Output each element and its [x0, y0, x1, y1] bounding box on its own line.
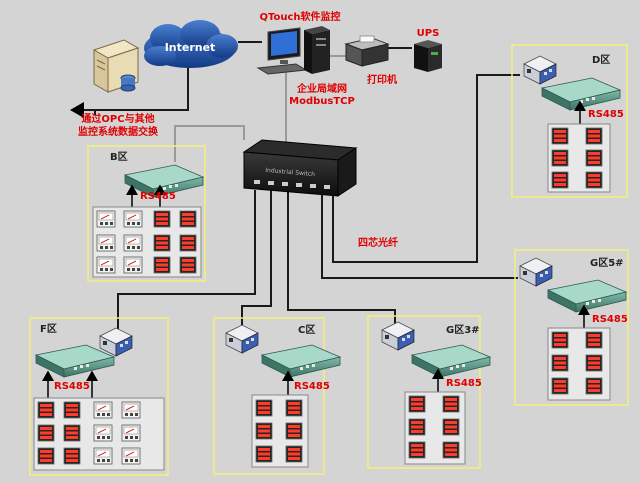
cloud-to-monitor-link: [94, 60, 189, 115]
zone-g3: G区3# RS485: [367, 315, 491, 469]
switch-text: Industrial Switch: [265, 167, 316, 178]
cloud-label: Internet: [165, 41, 216, 54]
switch-to-zone-b-link: [174, 125, 245, 162]
switch-to-zone-f-link: [117, 190, 256, 332]
switch-to-zone-d-link: [332, 74, 520, 263]
zone-c: C区 RS485: [213, 317, 341, 475]
printer-icon: [344, 35, 390, 67]
ups-icon: [414, 40, 442, 72]
zone-f: F区 RS485: [29, 317, 169, 476]
zone-f-bus-label: RS485: [54, 381, 90, 392]
switch-to-zone-c-link: [241, 190, 272, 325]
zone-g5: G区5# RS485: [514, 249, 629, 406]
lan-links: [174, 55, 346, 162]
opc-label-line1: 通过OPC与其他: [81, 112, 154, 125]
internet-cloud-icon: Internet: [144, 20, 238, 68]
zone-g3-label: G区3#: [446, 324, 480, 336]
zone-f-label: F区: [40, 323, 57, 335]
zone-b-bus-label: RS485: [140, 191, 176, 202]
monitoring-pc-icon: [256, 26, 330, 75]
zone-g5-bus-label: RS485: [592, 314, 628, 325]
industrial-switch-icon: Industrial Switch: [242, 139, 358, 197]
fiber-label: 四芯光纤: [358, 236, 398, 249]
opc-label-line2: 监控系统数据交换: [78, 125, 159, 138]
fiber-links: [94, 41, 520, 332]
switch-to-zone-g5-link: [321, 190, 518, 279]
zone-d-bus-label: RS485: [588, 109, 624, 120]
zone-g3-bus-label: RS485: [446, 378, 482, 389]
server-icon: [92, 39, 140, 93]
zone-c-label: C区: [298, 324, 315, 336]
system-title: QTouch软件监控: [259, 10, 340, 23]
zone-g5-label: G区5#: [590, 257, 624, 269]
zone-d-label: D区: [592, 54, 610, 66]
printer-label: 打印机: [367, 73, 397, 86]
lan-label-line1: 企业局域网: [296, 82, 347, 95]
ups-label: UPS: [417, 28, 440, 39]
lan-label-line2: ModbusTCP: [289, 96, 355, 107]
zone-d: D区 RS485: [511, 44, 628, 198]
switch-to-zone-g3-link: [287, 190, 396, 326]
zone-b-label: B区: [110, 151, 128, 163]
zone-b: B区 RS485: [87, 145, 206, 282]
zone-c-bus-label: RS485: [294, 381, 330, 392]
